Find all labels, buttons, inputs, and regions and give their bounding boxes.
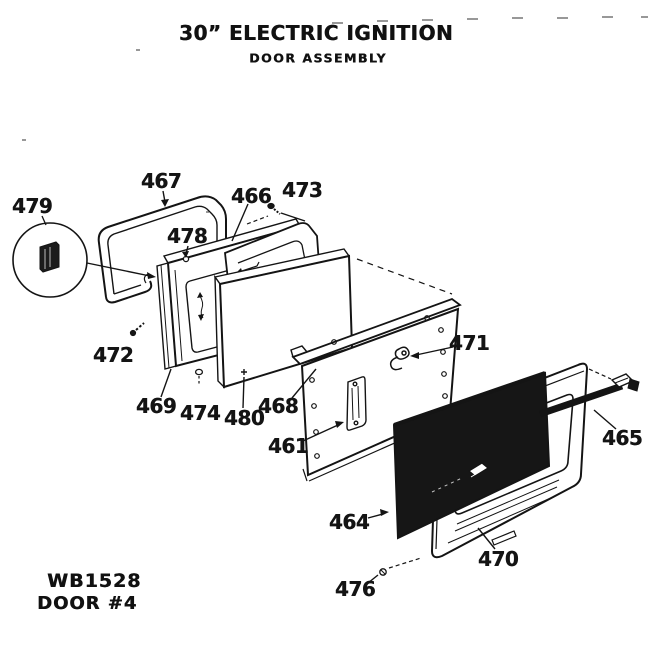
callout-466: 466 [230, 184, 272, 208]
callout-476: 476 [334, 577, 376, 601]
callout-465: 465 [601, 426, 643, 450]
door-handle-465 [538, 373, 640, 418]
page-title: 30” ELECTRIC IGNITION [178, 21, 454, 45]
spring-clip-471 [389, 346, 410, 371]
callout-478: 478 [166, 224, 208, 248]
door-gasket-467 [97, 195, 227, 304]
callout-469: 469 [135, 394, 177, 418]
door-glass-464 [392, 371, 551, 540]
alignment-dashes [246, 215, 612, 569]
callout-480: 480 [223, 406, 265, 430]
screw-474 [194, 368, 204, 386]
callout-472: 472 [92, 343, 134, 367]
callout-474: 474 [179, 401, 221, 425]
callout-473: 473 [281, 178, 323, 202]
latch-bracket [346, 376, 367, 431]
callout-467: 467 [140, 169, 182, 193]
arrowheads [147, 199, 419, 516]
callout-470: 470 [477, 547, 519, 571]
leader-lines [86, 190, 617, 584]
screw-472 [129, 322, 145, 337]
screw-473 [267, 202, 281, 215]
gasket-clip-detail-479 [12, 215, 88, 298]
inner-door-panel-468 [290, 297, 462, 482]
panel-screw-holes [309, 315, 448, 459]
catalog-number: WB1528 [47, 570, 142, 592]
callout-464: 464 [328, 510, 370, 534]
page-subtitle: DOOR ASSEMBLY [249, 50, 387, 66]
callout-479: 479 [11, 194, 53, 218]
callout-461: 461 [267, 434, 309, 458]
sheet-label: DOOR #4 [37, 593, 138, 614]
callout-471: 471 [448, 331, 490, 355]
screw-476 [379, 568, 387, 576]
scan-noise [22, 16, 648, 213]
callout-468: 468 [257, 394, 299, 418]
